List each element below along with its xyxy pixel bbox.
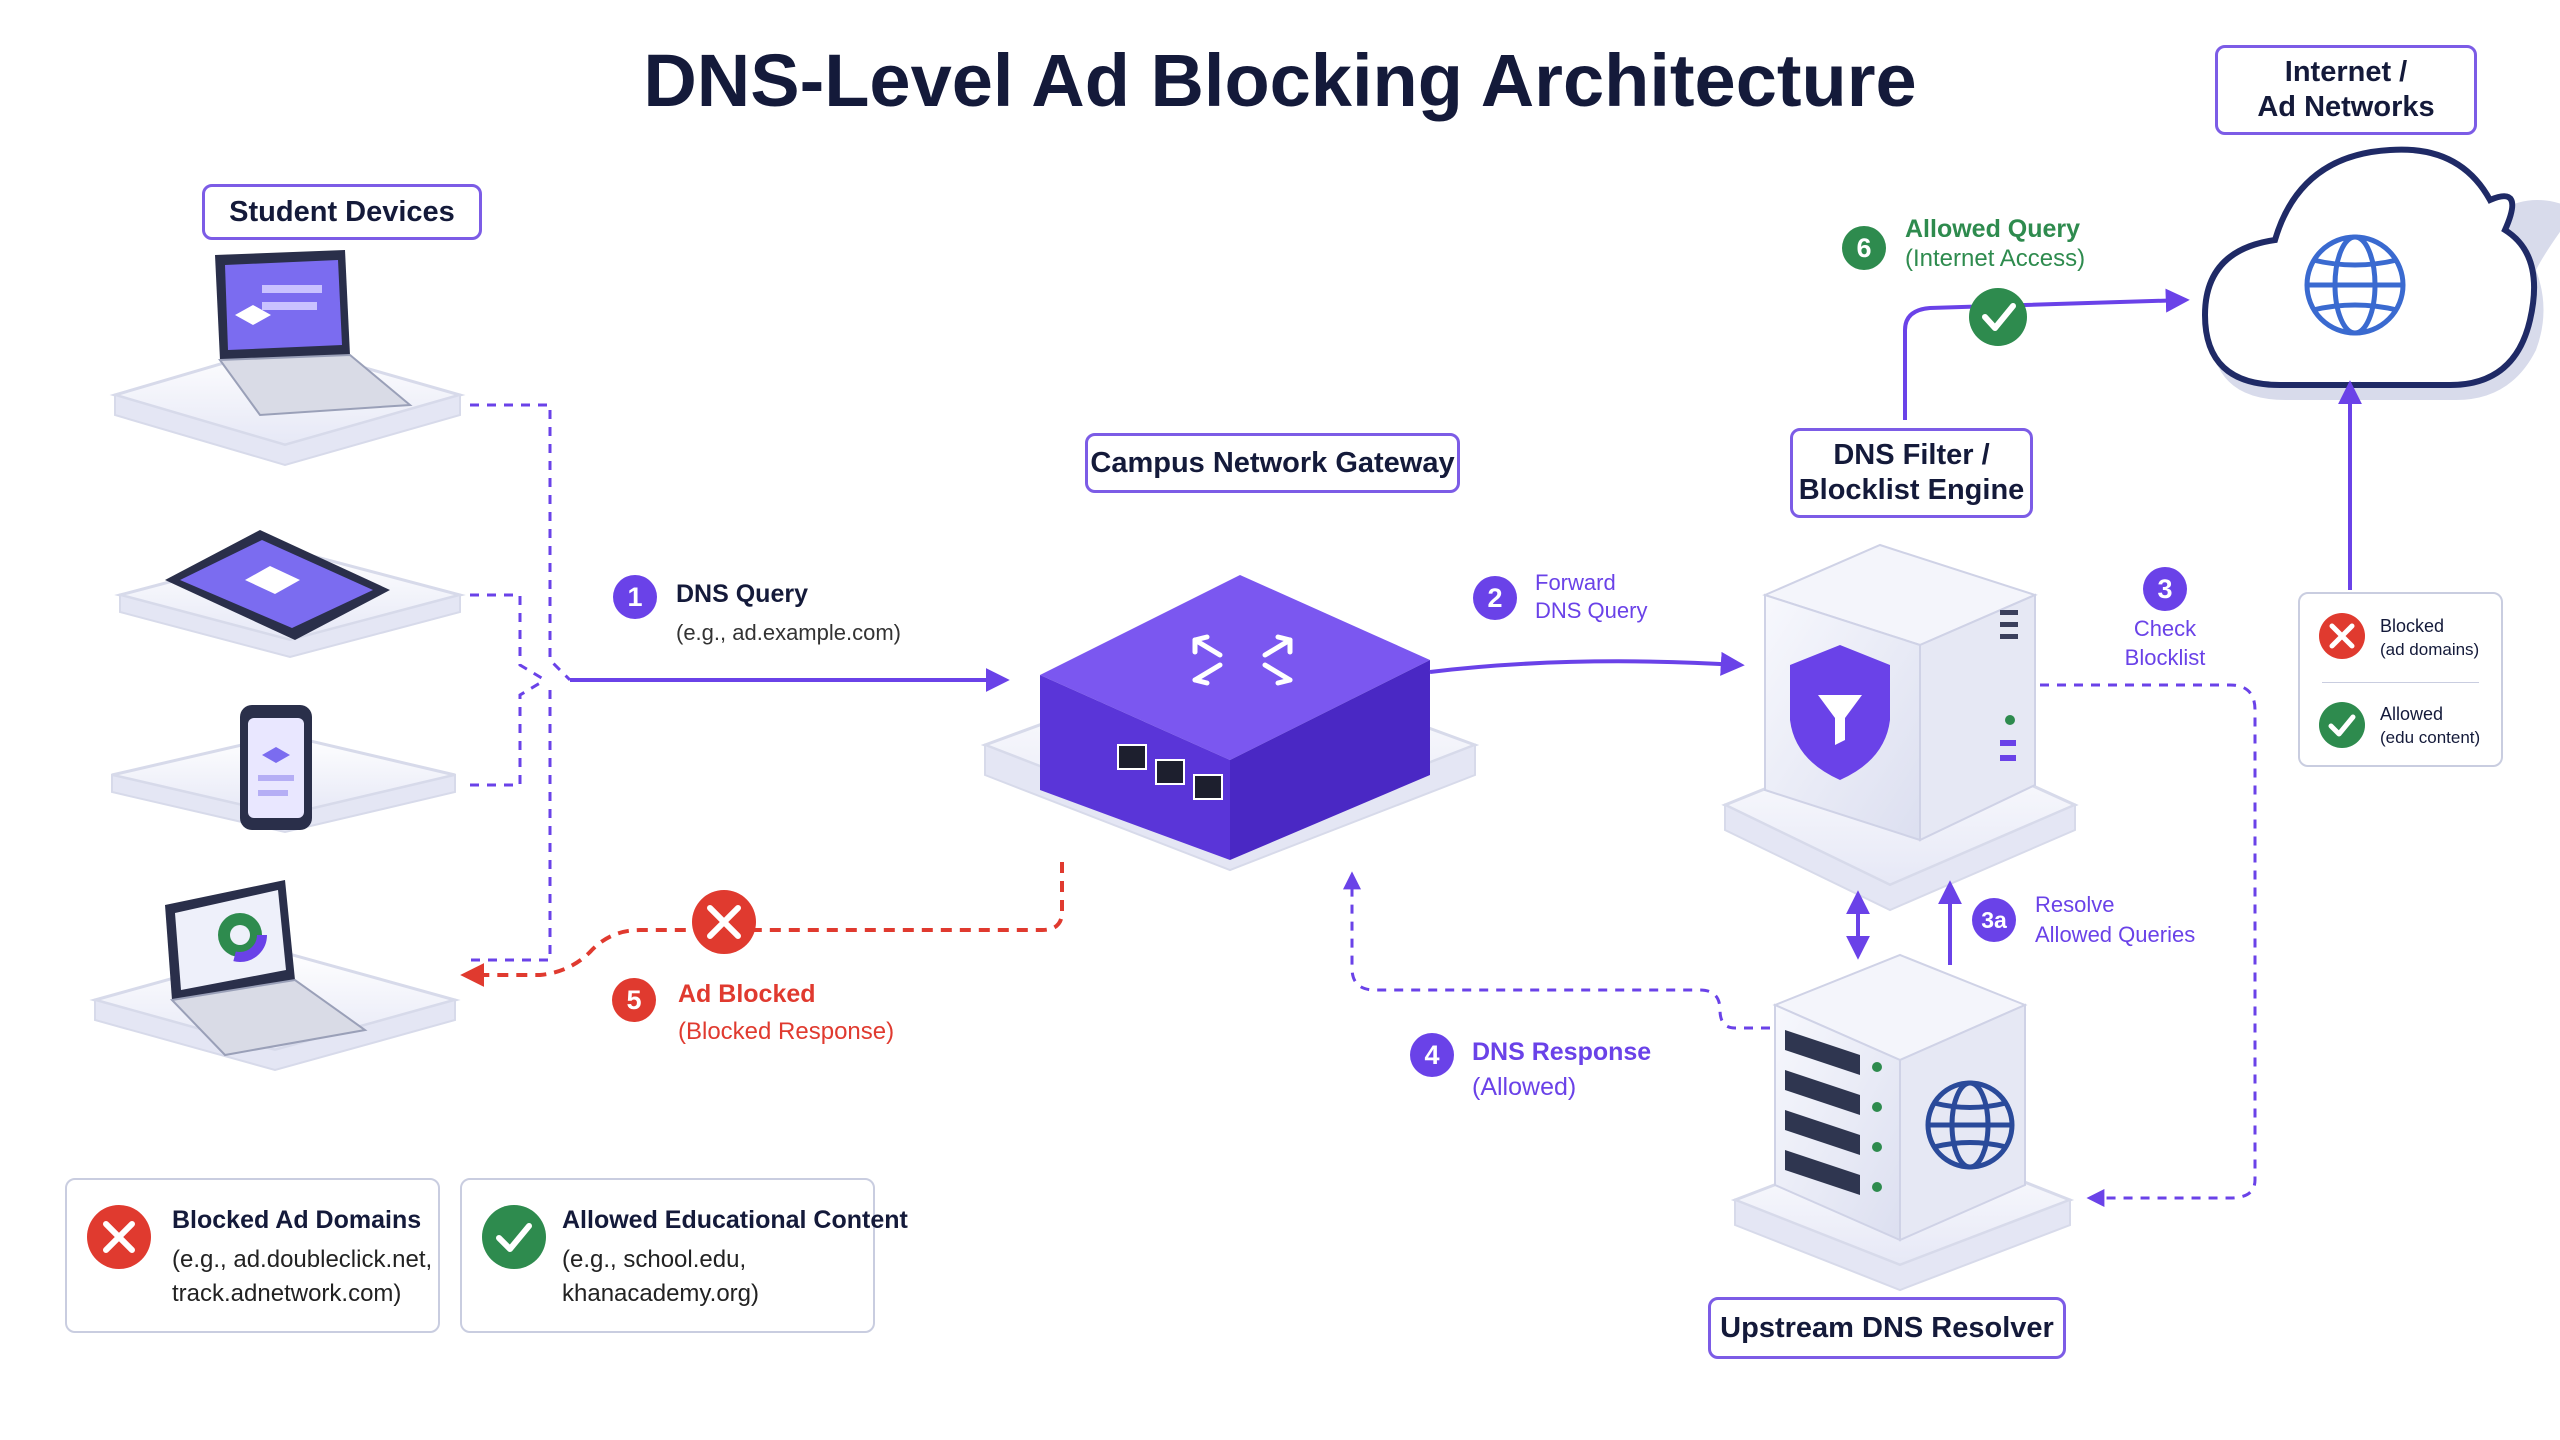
upstream-label: Upstream DNS Resolver: [1708, 1297, 2066, 1359]
page-title: DNS-Level Ad Blocking Architecture: [643, 39, 1917, 122]
mini-legend-allowed-title: Allowed: [2380, 704, 2444, 724]
step-3-badge: 3: [2143, 567, 2187, 611]
device-laptop-1: [109, 250, 466, 467]
mini-legend: Blocked (ad domains) Allowed (edu conten…: [2298, 592, 2503, 767]
step-1-sub: (e.g., ad.example.com): [676, 620, 901, 645]
legend-blocked-line1: (e.g., ad.doubleclick.net,: [172, 1246, 433, 1273]
step-4-sub: (Allowed): [1472, 1073, 1577, 1101]
step-4-title: DNS Response: [1472, 1038, 1652, 1066]
device-phone: [111, 705, 456, 834]
step-5-title: Ad Blocked: [678, 980, 816, 1008]
arrow-ad-blocked: [460, 862, 1064, 987]
student-devices-text: Student Devices: [229, 195, 455, 228]
allowed-check-icon: [1969, 288, 2027, 346]
dns-filter-label: DNS Filter / Blocklist Engine: [1790, 428, 2033, 518]
step-1-badge: 1: [613, 575, 657, 619]
step-6-sub: (Internet Access): [1905, 245, 2086, 272]
internet-label: Internet / Ad Networks: [2215, 45, 2477, 135]
device-bracket-connector: [470, 403, 572, 962]
dns-filter-server: [1721, 543, 2079, 912]
arrow-allowed-query: [1903, 288, 2190, 420]
legend-allowed: Allowed Educational Content (e.g., schoo…: [460, 1178, 908, 1333]
globe-icon: [1925, 1080, 2015, 1170]
step-2-sub: DNS Query: [1535, 598, 1648, 623]
step-1-title: DNS Query: [676, 580, 808, 608]
step-3a-title: Resolve: [2035, 892, 2115, 917]
student-devices-label: Student Devices: [202, 184, 482, 240]
legend-blocked-title: Blocked Ad Domains: [172, 1206, 422, 1234]
step-3-title: Check: [2133, 616, 2197, 641]
step-2-title: Forward: [1535, 570, 1616, 595]
mini-legend-blocked-sub: (ad domains): [2380, 640, 2480, 659]
globe-icon: [2304, 234, 2406, 336]
device-laptop-2: [89, 880, 461, 1072]
step-3a-badge: 3a: [1972, 898, 2016, 942]
arrow-forward-query: [1429, 651, 1745, 676]
dns-filter-line1: DNS Filter /: [1833, 439, 1990, 472]
step-5-sub: (Blocked Response): [678, 1018, 895, 1045]
gateway-label: Campus Network Gateway: [1085, 433, 1460, 493]
legend-allowed-title: Allowed Educational Content: [562, 1206, 908, 1234]
legend-allowed-line1: (e.g., school.edu,: [562, 1246, 747, 1273]
mini-legend-allowed-sub: (edu content): [2380, 728, 2481, 747]
gateway-router: [980, 575, 1480, 872]
upstream-resolver-server: [1730, 953, 2075, 1292]
legend-blocked: Blocked Ad Domains (e.g., ad.doubleclick…: [65, 1178, 440, 1333]
check-icon: [2319, 702, 2365, 748]
x-icon: [87, 1205, 151, 1269]
step-6-title: Allowed Query: [1905, 215, 2081, 243]
mini-legend-blocked-title: Blocked: [2380, 616, 2445, 636]
legend-allowed-line2: khanacademy.org): [562, 1280, 759, 1307]
step-2-badge: 2: [1473, 576, 1517, 620]
internet-cloud: [2201, 146, 2560, 400]
step-5-badge: 5: [612, 978, 656, 1022]
step-3-sub: Blocklist: [2124, 645, 2206, 670]
dns-filter-line2: Blocklist Engine: [1798, 474, 2025, 506]
step-6-badge: 6: [1842, 226, 1886, 270]
internet-line2: Ad Networks: [2257, 91, 2435, 123]
upstream-text: Upstream DNS Resolver: [1720, 1311, 2054, 1344]
mini-legend-divider: [2322, 682, 2479, 683]
gateway-text: Campus Network Gateway: [1090, 446, 1455, 479]
x-icon: [2319, 613, 2365, 659]
step-3a-sub: Allowed Queries: [2035, 922, 2196, 947]
legend-blocked-line2: track.adnetwork.com): [172, 1280, 402, 1307]
blocked-x-icon: [692, 890, 756, 954]
step-4-badge: 4: [1410, 1033, 1454, 1077]
internet-line1: Internet /: [2284, 56, 2408, 89]
device-tablet: [114, 530, 466, 659]
arrow-check-blocklist: [2040, 683, 2257, 1207]
check-icon: [482, 1205, 546, 1269]
arrow-dns-response: [1343, 871, 1770, 1030]
